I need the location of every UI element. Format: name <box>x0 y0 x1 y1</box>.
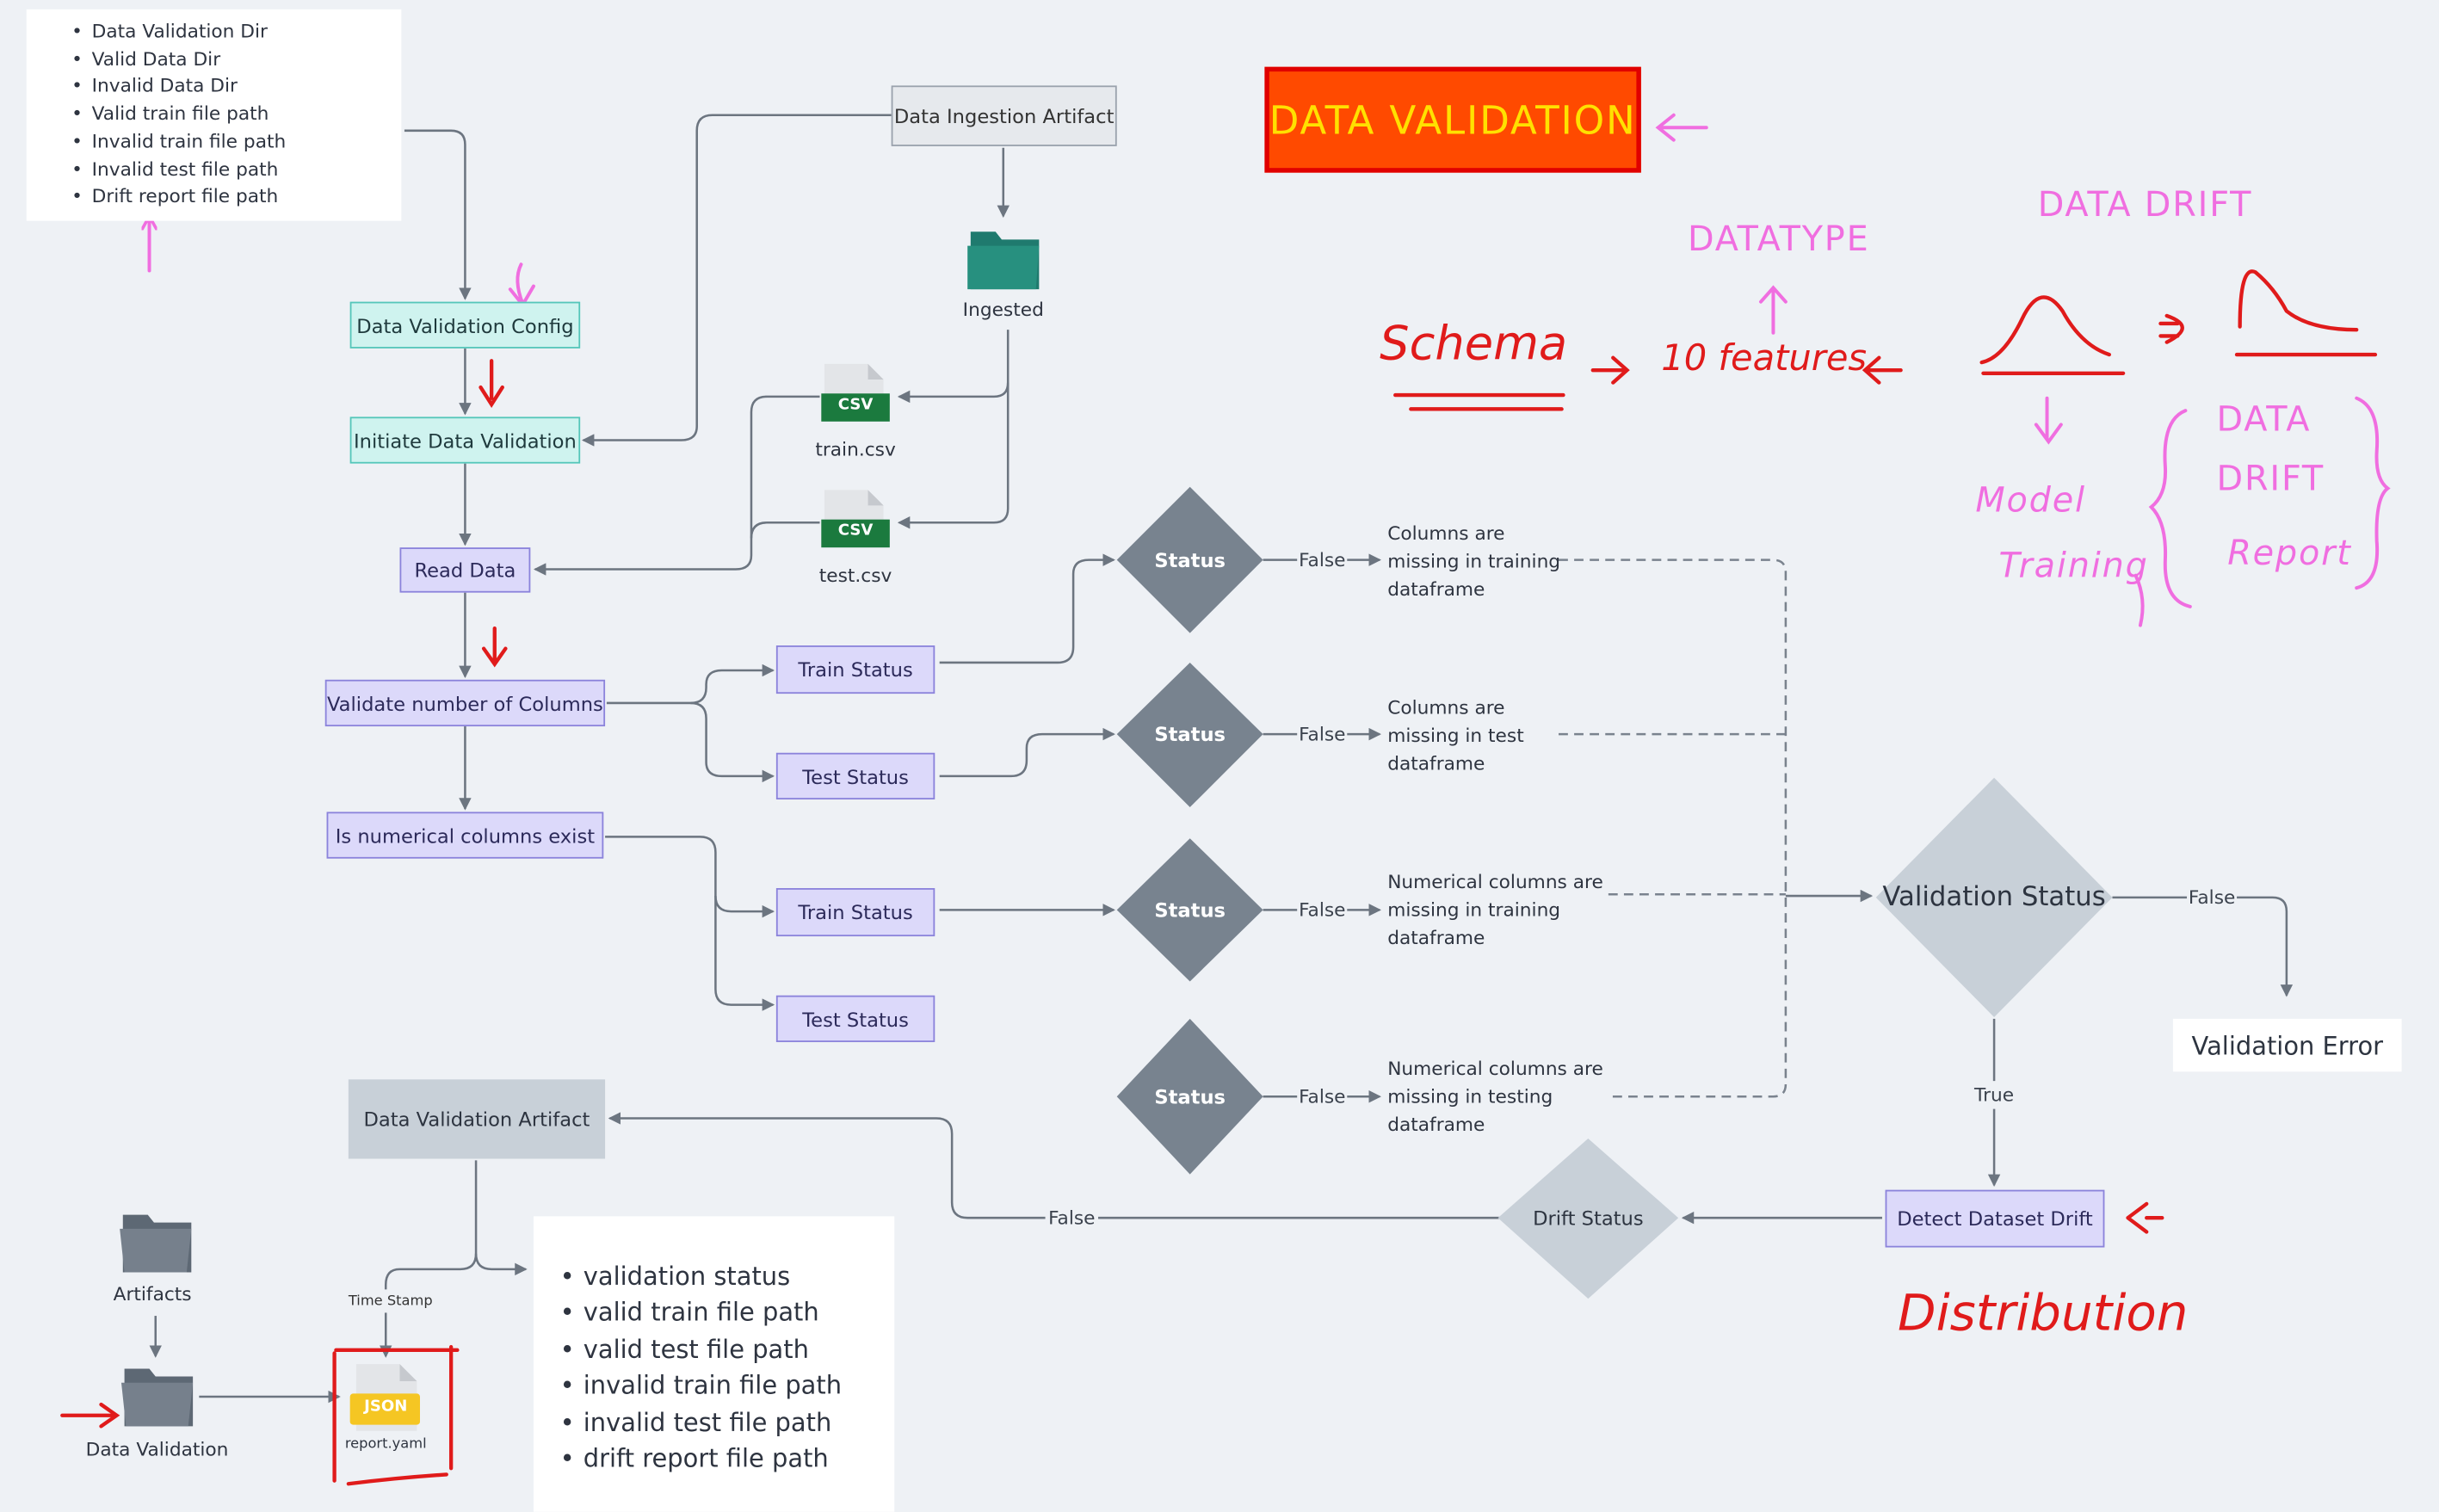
false-edge-label: False <box>1297 1085 1348 1108</box>
false-edge-label: False <box>1047 1207 1097 1229</box>
report-annotation-line1: DATA <box>2216 401 2312 441</box>
edge-ingested-train <box>897 330 1010 404</box>
train-status-node[interactable]: Train Status <box>775 645 935 694</box>
drift-status-diamond <box>1497 1139 1679 1299</box>
edge-numerical-train <box>605 836 775 918</box>
artifact-list-item: invalid test file path <box>560 1404 894 1441</box>
data-validation-artifact-node[interactable]: Data Validation Artifact <box>348 1079 606 1159</box>
artifact-list-item: validation status <box>560 1258 894 1295</box>
distribution-annotation: Distribution <box>1898 1283 2189 1342</box>
edge-columns-test <box>690 701 775 783</box>
folder-icon <box>120 1368 194 1427</box>
validation-status-label: Validation Status <box>1882 881 2106 913</box>
edge-ingested-test <box>897 382 1010 529</box>
data-drift-annotation: DATA DRIFT <box>2037 186 2253 226</box>
artifact-list-item: invalid train file path <box>560 1367 894 1404</box>
edge-validation-error <box>2112 896 2286 996</box>
csv-file-icon <box>821 363 890 422</box>
false-edge-label: False <box>1297 549 1348 571</box>
data-ingestion-artifact-node[interactable]: Data Ingestion Artifact <box>891 85 1117 146</box>
report-yaml-label: report.yaml <box>344 1437 427 1453</box>
config-list-item: Invalid test file path <box>71 157 402 184</box>
edge-numerical-test <box>714 896 775 1011</box>
test-status-node[interactable]: Test Status <box>775 752 935 800</box>
csv-badge-text: CSV <box>837 522 874 540</box>
true-edge-label: True <box>1973 1083 2016 1107</box>
validation-status-diamond <box>1875 777 2113 1018</box>
edge-ingestion-initiate <box>581 114 892 447</box>
edge-artifact-timestamp <box>384 1253 478 1290</box>
json-badge-text: JSON <box>364 1398 408 1416</box>
ingested-label: Ingested <box>962 299 1044 321</box>
false-edge-label: False <box>2187 886 2238 909</box>
status-label: Status <box>1154 898 1226 922</box>
artifact-list-item: valid train file path <box>560 1294 894 1331</box>
report-annotation-line3: Report <box>2227 534 2352 574</box>
edge-test-read <box>750 521 820 539</box>
config-list-item: Valid Data Dir <box>71 46 402 74</box>
initiate-data-validation-node[interactable]: Initiate Data Validation <box>349 417 581 464</box>
config-list-item: Data Validation Dir <box>71 19 402 46</box>
detect-dataset-drift-node[interactable]: Detect Dataset Drift <box>1885 1189 2105 1248</box>
edge-train-diamond1 <box>939 553 1115 664</box>
artifact-list-item: drift report file path <box>560 1441 894 1478</box>
csv-badge-text: CSV <box>837 396 874 414</box>
model-annotation: Model <box>1975 482 2086 521</box>
folder-icon <box>120 1214 192 1273</box>
artifact-list: validation status valid train file path … <box>534 1216 894 1478</box>
false-edge-label: False <box>1297 723 1348 745</box>
red-annotations <box>60 269 2378 1486</box>
training-annotation: Training <box>1998 547 2149 587</box>
config-list-item: Invalid train file path <box>71 129 402 157</box>
features-annotation: 10 features <box>1661 339 1868 380</box>
data-validation-folder-label: Data Validation <box>85 1438 229 1461</box>
config-list-item: Valid train file path <box>71 102 402 129</box>
folder-icon <box>967 231 1040 290</box>
config-list-panel: Data Validation Dir Valid Data Dir Inval… <box>26 9 402 221</box>
edge-config-list <box>404 129 472 300</box>
validate-columns-node[interactable]: Validate number of Columns <box>324 679 606 727</box>
schema-annotation: Schema <box>1380 317 1568 372</box>
false-edge-label: False <box>1297 898 1348 921</box>
artifact-list-item: valid test file path <box>560 1331 894 1368</box>
status-diamond-2 <box>1116 662 1263 808</box>
test-status-node[interactable]: Test Status <box>775 995 935 1042</box>
status-label: Status <box>1154 1084 1226 1108</box>
numerical-columns-node[interactable]: Is numerical columns exist <box>326 812 604 859</box>
json-file-icon <box>349 1364 420 1431</box>
artifacts-label: Artifacts <box>113 1283 192 1305</box>
status-label: Status <box>1154 722 1226 746</box>
datatype-annotation: DATATYPE <box>1688 220 1870 260</box>
validation-error-node[interactable]: Validation Error <box>2172 1018 2402 1072</box>
edge-drift-artifact <box>610 1119 1500 1219</box>
data-validation-config-node[interactable]: Data Validation Config <box>349 301 581 349</box>
time-stamp-label: Time Stamp <box>348 1293 433 1310</box>
edge-columns-train <box>606 663 775 705</box>
config-list: Data Validation Dir Valid Data Dir Inval… <box>27 9 402 212</box>
train-csv-label: train.csv <box>815 438 896 460</box>
dash-collector <box>1559 559 1788 1098</box>
config-list-item: Invalid Data Dir <box>71 74 402 102</box>
config-list-item: Drift report file path <box>71 184 402 212</box>
artifact-list-panel: validation status valid train file path … <box>533 1216 895 1512</box>
read-data-node[interactable]: Read Data <box>399 547 531 593</box>
train-status-node[interactable]: Train Status <box>775 888 935 937</box>
edge-artifact-list <box>474 1160 528 1276</box>
report-annotation-line2: DRIFT <box>2216 460 2325 500</box>
test-csv-label: test.csv <box>818 565 892 587</box>
drift-status-label: Drift Status <box>1533 1206 1644 1230</box>
status-label: Status <box>1154 548 1226 572</box>
data-validation-banner: DATA VALIDATION <box>1264 66 1641 173</box>
edge-test-diamond2 <box>939 727 1115 778</box>
edge-train-read <box>533 395 820 576</box>
csv-file-icon <box>821 490 890 548</box>
